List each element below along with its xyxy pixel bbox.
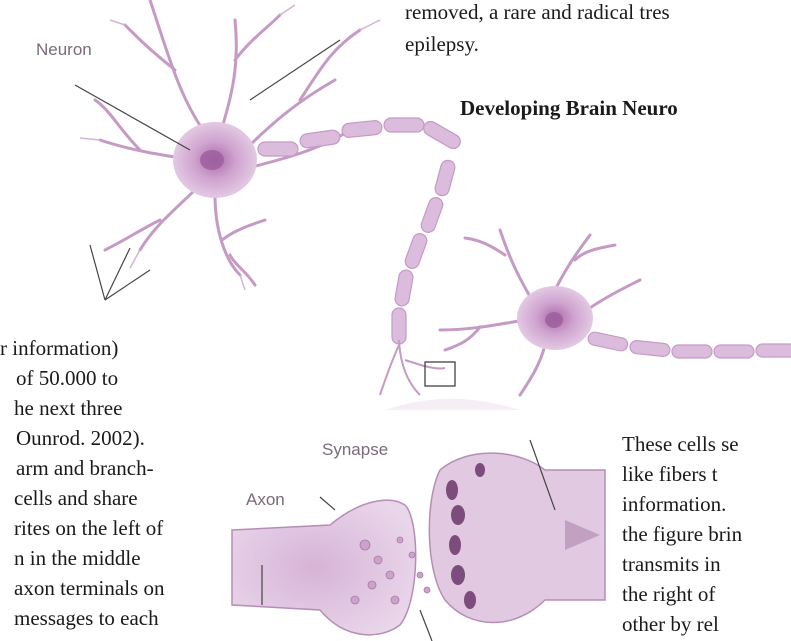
body-text-left-line: Ounrod. 2002). [16,424,145,452]
axon-label: Axon [246,490,285,510]
axon-segments [258,118,463,344]
body-text-top-right-line2: epilepsy. [405,30,479,58]
body-text-left-line: cells and share [14,484,138,512]
body-text-right-line: transmits in [622,550,721,578]
body-text-right-line: like fibers t [622,460,718,488]
body-text-left-line: arm and branch- [16,454,154,482]
body-text-left-line: messages to each [14,604,159,632]
synapse-inset [232,420,605,641]
body-text-left-line: of 50.000 to [16,364,118,392]
body-text-right-line: the figure brin [622,520,742,548]
body-text-right-line: the right of [622,580,715,608]
body-text-left-line: r information) [0,334,118,362]
body-text-right-line: other by rel [622,610,719,638]
section-heading: Developing Brain Neuro [460,96,678,121]
body-text-left-line: n in the middle [14,544,141,572]
body-text-top-right-line1: removed, a rare and radical tres [405,0,670,26]
body-text-left-line: rites on the left of [14,514,163,542]
zoom-box [425,362,455,386]
body-text-left-line: he next three [14,394,122,422]
body-text-right-line: These cells se [622,430,739,458]
body-text-right-line: information. [622,490,726,518]
body-text-left-line: axon terminals on [14,574,164,602]
neuron-label: Neuron [36,40,92,60]
synapse-label: Synapse [322,440,388,460]
